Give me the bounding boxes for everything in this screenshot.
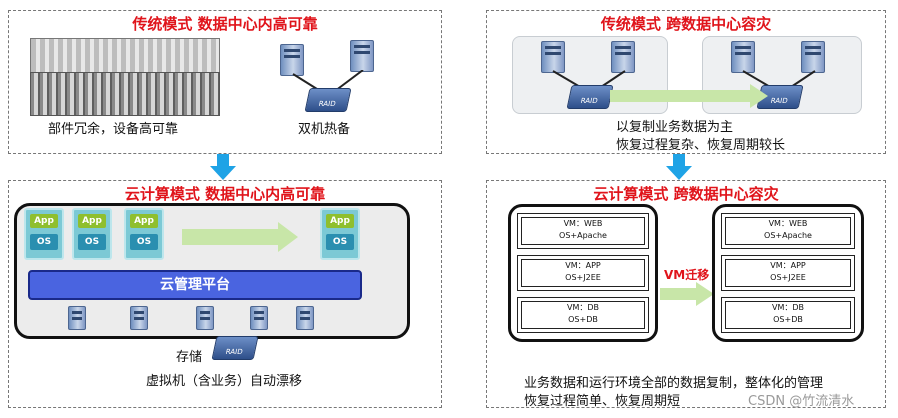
panel-title: 传统模式 数据中心内高可靠	[9, 13, 441, 34]
replication-arrow	[610, 84, 770, 108]
server-icon	[350, 40, 374, 72]
raid-storage-icon: RAID	[304, 88, 351, 112]
server-icon	[196, 306, 214, 330]
server-icon	[130, 306, 148, 330]
server-icon	[68, 306, 86, 330]
caption-vm-auto-migration: 虚拟机（含业务）自动漂移	[146, 370, 302, 389]
storage-label: 存储	[176, 346, 202, 365]
vm-migration-label: VM迁移	[664, 266, 709, 283]
panel-title: 云计算模式 跨数据中心容灾	[487, 183, 885, 204]
caption-dual-host-standby: 双机热备	[298, 118, 350, 137]
caption-simple-recovery: 恢复过程简单、恢复周期短	[524, 390, 680, 409]
down-arrow-left	[210, 154, 236, 180]
caption-full-replication: 业务数据和运行环境全部的数据复制，整体化的管理	[524, 372, 823, 391]
panel-title: 传统模式 跨数据中心容灾	[487, 13, 885, 34]
server-icon	[250, 306, 268, 330]
down-arrow-right	[666, 154, 692, 180]
caption-replicate-business-data: 以复制业务数据为主	[616, 116, 733, 135]
raid-storage-icon: RAID	[566, 85, 613, 109]
raid-storage-icon: RAID	[211, 336, 258, 360]
cloud-platform-bar: 云管理平台	[28, 270, 362, 300]
panel-title: 云计算模式 数据中心内高可靠	[9, 183, 441, 204]
watermark: CSDN @竹流清水	[748, 390, 854, 409]
vm-migration-arrow	[182, 222, 300, 252]
server-icon	[296, 306, 314, 330]
vm-migration-right-arrow	[660, 282, 716, 306]
caption-component-redundancy: 部件冗余，设备高可靠	[48, 118, 178, 137]
caption-complex-recovery: 恢复过程复杂、恢复周期较长	[616, 134, 785, 153]
